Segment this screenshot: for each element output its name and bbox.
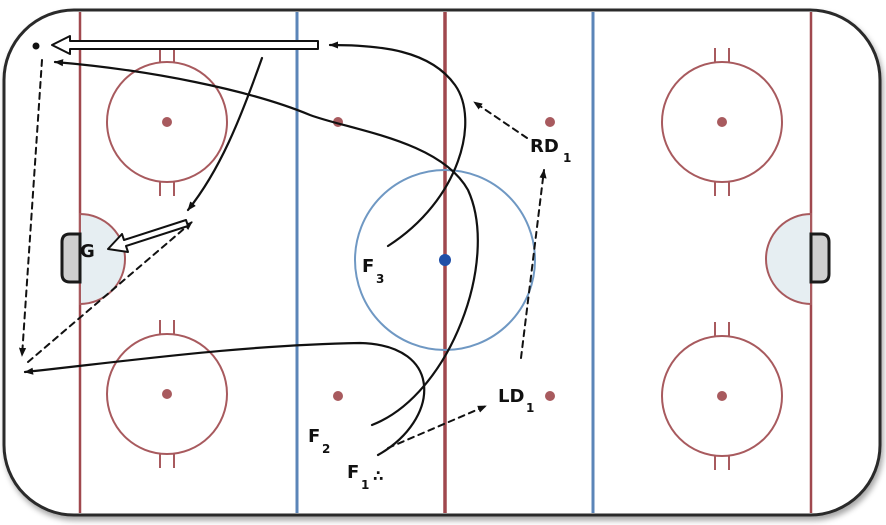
pass-corner-down-boards <box>18 59 43 357</box>
right-bottom-faceoff-dot <box>717 391 727 401</box>
center-faceoff-dot <box>439 254 451 266</box>
f2-number: 2 <box>322 442 330 456</box>
shot-arrow-to-corner <box>51 35 319 55</box>
left-goal-net <box>60 232 82 284</box>
pass-rd1-up-ice <box>473 101 528 139</box>
f1-puck-icon: ∴ <box>373 467 383 485</box>
shot-arrow-on-goal <box>107 219 189 253</box>
neutral-faceoff-dot-top-right <box>545 117 555 127</box>
ld1-number: 1 <box>526 401 534 415</box>
left-bottom-faceoff-dot <box>162 389 172 399</box>
neutral-faceoff-dot-bottom-right <box>545 391 555 401</box>
f2-skate-path <box>53 59 479 427</box>
left-goal-crease <box>79 212 126 306</box>
right-top-faceoff-dot <box>717 117 727 127</box>
puck-dot <box>32 42 40 50</box>
winger-skate-to-slot <box>186 56 264 212</box>
right-bottom-faceoff-circle <box>661 322 783 470</box>
neutral-faceoff-dot-bottom-left <box>333 391 343 401</box>
ld1-label: LD <box>498 386 524 407</box>
rd1-number: 1 <box>563 151 571 165</box>
f2-label: F <box>308 426 320 447</box>
left-top-faceoff-circle <box>106 48 228 196</box>
f3-label: F <box>362 256 374 277</box>
right-goal-crease <box>765 212 812 306</box>
right-top-faceoff-circle <box>661 48 783 196</box>
goalie-label: G <box>80 241 95 262</box>
right-goal-net <box>809 232 831 284</box>
f3-number: 3 <box>376 272 384 286</box>
pass-f1-to-ld1 <box>387 405 487 449</box>
center-faceoff-circle <box>354 169 536 351</box>
rd1-label: RD <box>530 136 559 157</box>
f1-number: 1 <box>361 478 369 492</box>
pass-ld1-to-rd1 <box>520 169 547 359</box>
left-bottom-faceoff-circle <box>106 320 228 468</box>
f1-skate-path <box>23 341 426 457</box>
f1-label: F <box>347 462 359 483</box>
pass-boards-to-slot <box>27 221 193 363</box>
left-top-faceoff-dot <box>162 117 172 127</box>
f3-skate-path <box>328 41 467 248</box>
